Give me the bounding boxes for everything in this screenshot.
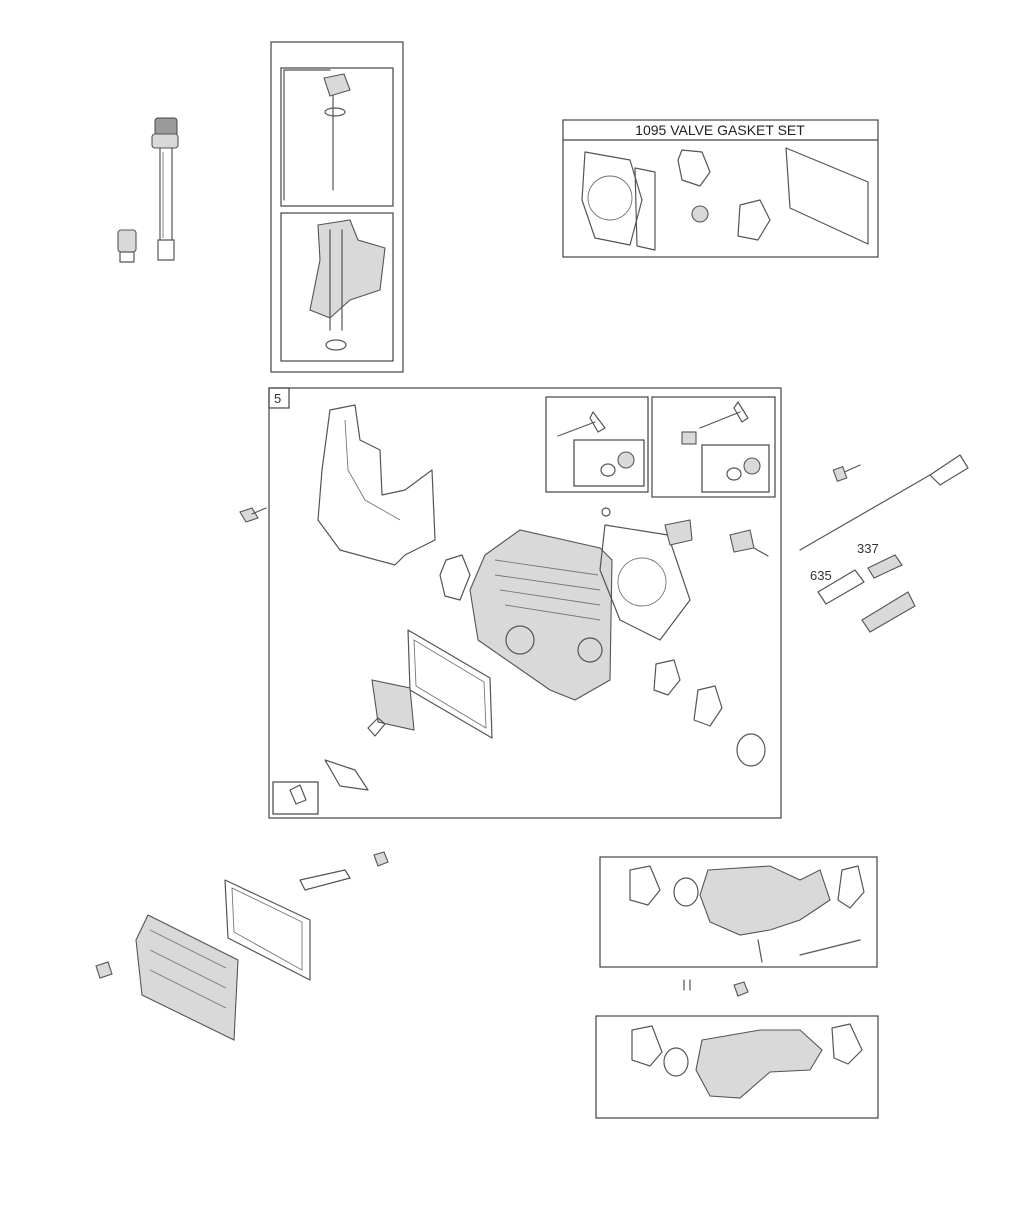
cylinder-head-kit-number: 5 [274,391,281,406]
intake-manifold-box-upper [599,856,878,968]
push-rod-and-breather: 337 635 [799,454,969,633]
intake-manifold-box-lower [595,1015,879,1119]
rocker-cover-assembly [95,851,389,1041]
valve-gasket-set-box: 1095 VALVE GASKET SET [562,119,879,258]
dipstick-tube-assembly [117,117,179,263]
part-337-label: 337 [857,541,879,556]
bolt-left [239,507,267,523]
small-parts-middle [683,979,749,997]
valve-gasket-set-title: 1095 VALVE GASKET SET [635,122,805,138]
part-635-label: 635 [810,568,832,583]
oil-fill-kit-box [270,41,404,373]
cylinder-head-kit-box: 5 [268,387,782,819]
